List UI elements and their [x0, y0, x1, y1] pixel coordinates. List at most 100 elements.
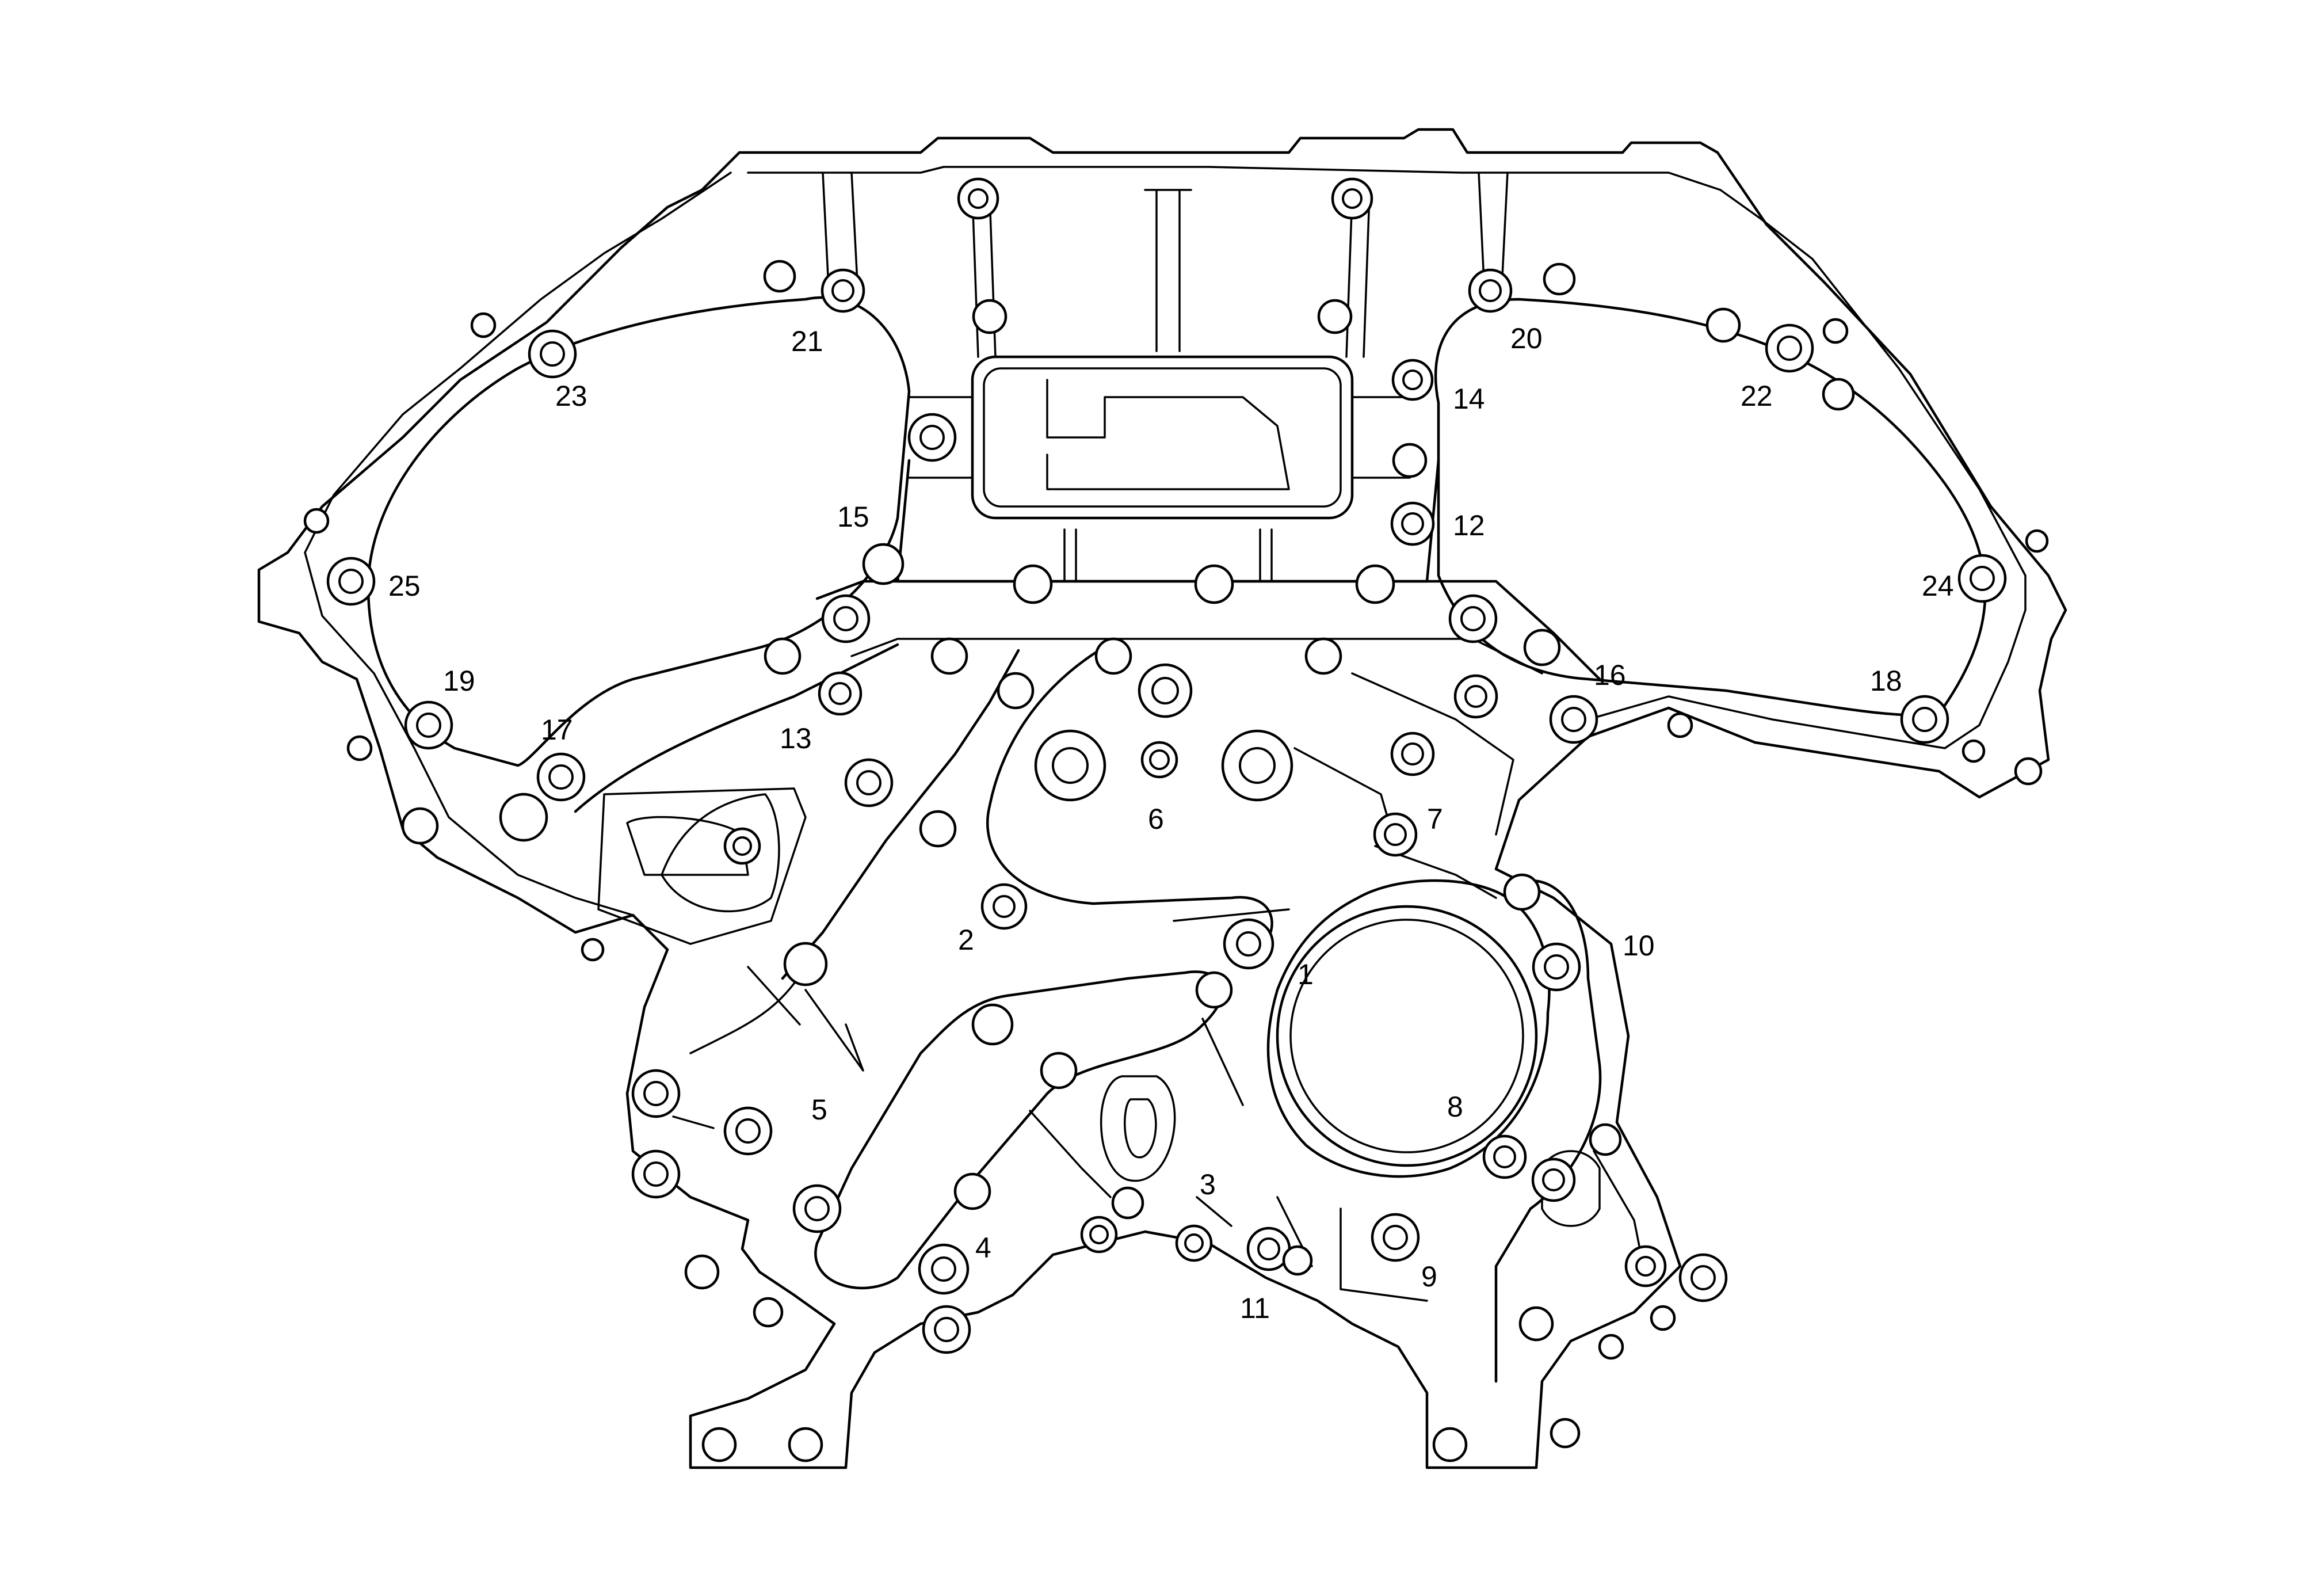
bolt-hole — [1052, 747, 1089, 784]
callout-2: 2 — [958, 924, 974, 956]
bolt-boss — [764, 637, 802, 675]
right-chamber — [1434, 298, 1987, 717]
callout-3: 3 — [1200, 1168, 1216, 1201]
callout-20: 20 — [1510, 322, 1543, 355]
bolt-boss — [1355, 564, 1395, 604]
callout-6: 6 — [1148, 803, 1164, 835]
bolt-hole — [1479, 279, 1502, 302]
callout-21: 21 — [791, 325, 823, 357]
bolt-hole — [643, 1161, 669, 1187]
water-pump-opening — [1266, 879, 1551, 1178]
bolt-boss — [1822, 378, 1855, 411]
bolt-hole — [735, 1118, 761, 1144]
bolt-hole — [540, 341, 565, 367]
bolt-boss — [581, 938, 605, 962]
bolt-hole — [931, 1256, 956, 1282]
bolt-boss — [788, 1427, 823, 1462]
bolt-boss — [701, 1427, 737, 1462]
bolt-boss — [1589, 1123, 1622, 1156]
bolt-hole — [829, 682, 852, 705]
bolt-boss — [1392, 443, 1428, 478]
bolt-hole — [1401, 742, 1424, 765]
bolt-boss — [919, 810, 957, 848]
bolt-hole — [1384, 823, 1407, 846]
callout-19: 19 — [443, 665, 475, 697]
bolt-boss — [997, 672, 1035, 710]
callouts: 1 2 3 4 5 6 7 8 9 10 11 12 13 14 15 16 1… — [388, 322, 1954, 1324]
bolt-hole — [1544, 954, 1569, 980]
callout-8: 8 — [1447, 1091, 1463, 1123]
bolt-boss — [499, 793, 548, 842]
bolt-boss — [1195, 971, 1233, 1009]
callout-25: 25 — [388, 570, 421, 602]
bolt-hole — [919, 425, 945, 450]
bolt-boss — [1543, 262, 1576, 296]
bolt-boss — [2014, 757, 2043, 786]
bolt-boss — [1013, 564, 1053, 604]
bolt-hole — [1401, 512, 1424, 535]
bolt-boss — [930, 637, 968, 675]
bolt-boss — [753, 1297, 784, 1328]
bolt-boss — [470, 312, 497, 338]
bolt-hole — [831, 279, 854, 302]
bolt-hole — [338, 569, 364, 594]
bolt-hole — [856, 770, 881, 795]
bolt-hole — [968, 188, 989, 209]
bolt-hole — [1493, 1145, 1516, 1168]
bolt-hole — [1151, 677, 1179, 704]
bolt-boss — [1650, 1305, 1676, 1331]
bolt-hole — [804, 1196, 830, 1221]
bolt-boss — [303, 508, 330, 534]
bolt-boss — [1304, 637, 1342, 675]
bolt-hole — [1690, 1265, 1716, 1290]
callout-4: 4 — [975, 1232, 991, 1264]
bolt-boss — [1523, 628, 1561, 666]
bolt-hole — [833, 606, 858, 631]
callout-17: 17 — [541, 714, 573, 746]
bolt-boss — [684, 1254, 720, 1290]
central-structure — [574, 172, 1647, 1383]
bolt-hole — [934, 1317, 959, 1342]
bolt-hole — [1342, 188, 1363, 209]
bolt-hole — [1257, 1237, 1280, 1260]
bolt-boss — [763, 260, 796, 293]
bolt-boss — [1094, 637, 1132, 675]
bolt-hole — [1149, 749, 1170, 770]
bolt-hole — [1912, 707, 1937, 732]
callout-22: 22 — [1741, 380, 1773, 412]
bolt-hole — [732, 836, 752, 856]
bolt-boss — [1518, 1306, 1554, 1342]
callout-12: 12 — [1453, 509, 1485, 542]
bolt-hole — [1542, 1168, 1565, 1191]
bolt-hole — [1239, 747, 1276, 784]
bolt-hole — [1635, 1256, 1656, 1277]
callout-1: 1 — [1298, 958, 1314, 991]
bolt-boss — [346, 735, 373, 761]
bolt-boss — [1317, 299, 1353, 334]
callout-11: 11 — [1240, 1292, 1270, 1324]
callout-10: 10 — [1623, 930, 1655, 962]
callout-18: 18 — [1870, 665, 1902, 697]
bolt-boss — [1111, 1186, 1144, 1220]
callout-23: 23 — [555, 380, 587, 412]
bolt-hole — [1970, 566, 1995, 591]
bolt-boss — [1962, 739, 1986, 763]
bolt-boss — [1432, 1427, 1468, 1462]
bolt-boss — [1503, 873, 1541, 911]
bolt-boss — [1667, 712, 1693, 738]
callout-15: 15 — [837, 501, 869, 533]
callout-13: 13 — [780, 722, 812, 755]
bolt-boss — [1194, 564, 1234, 604]
bolt-hole — [548, 764, 574, 790]
bolt-hole — [416, 713, 441, 738]
bolt-boss — [971, 1003, 1014, 1046]
bolt-hole — [1184, 1233, 1204, 1253]
callout-14: 14 — [1453, 383, 1485, 415]
bolt-hole — [643, 1081, 669, 1106]
callout-7: 7 — [1427, 803, 1443, 835]
bolt-boss — [1282, 1245, 1313, 1276]
callout-24: 24 — [1922, 570, 1954, 602]
bolt-boss — [1705, 307, 1741, 343]
bolt-hole — [1460, 606, 1486, 631]
